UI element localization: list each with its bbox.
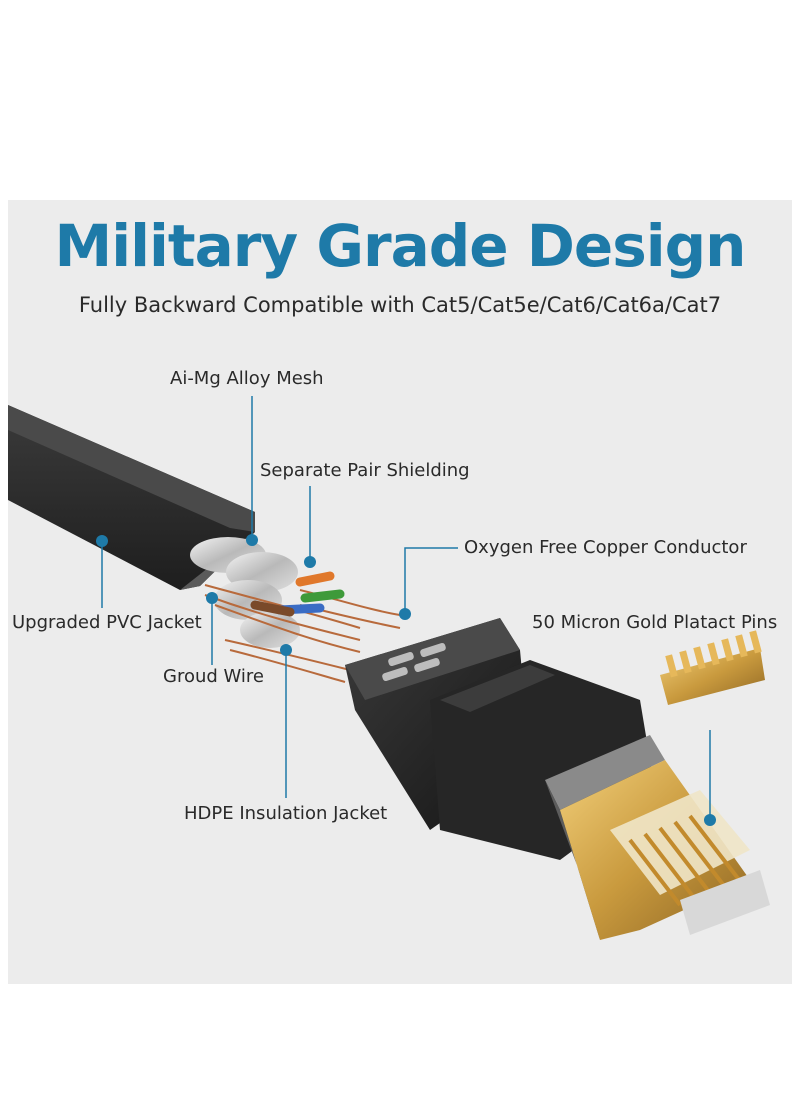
- wire-pairs: [250, 571, 345, 617]
- dot-copper-conductor: [399, 608, 411, 620]
- dot-alloy-mesh: [246, 534, 258, 546]
- dot-hdpe-jacket: [280, 644, 292, 656]
- label-alloy-mesh: Ai-Mg Alloy Mesh: [170, 368, 324, 389]
- dot-ground-wire: [206, 592, 218, 604]
- label-hdpe-jacket: HDPE Insulation Jacket: [184, 803, 388, 824]
- label-gold-pins: 50 Micron Gold Platact Pins: [532, 612, 778, 633]
- dot-pair-shielding: [304, 556, 316, 568]
- page-title: Military Grade Design: [54, 212, 747, 280]
- page-subtitle: Fully Backward Compatible with Cat5/Cat5…: [78, 293, 722, 317]
- label-pvc-jacket: Upgraded PVC Jacket: [12, 612, 202, 633]
- label-ground-wire: Groud Wire: [163, 666, 265, 687]
- dot-pvc-jacket: [96, 535, 108, 547]
- dot-gold-pins: [704, 814, 716, 826]
- rj45-plug-head: [545, 735, 770, 940]
- callout-lines: [101, 396, 711, 818]
- label-copper-conductor: Oxygen Free Copper Conductor: [464, 537, 747, 558]
- gold-pins-detail: [660, 630, 765, 705]
- callout-dots: [96, 534, 716, 826]
- label-pair-shielding: Separate Pair Shielding: [260, 460, 470, 481]
- alloy-mesh-bundle: [190, 537, 300, 648]
